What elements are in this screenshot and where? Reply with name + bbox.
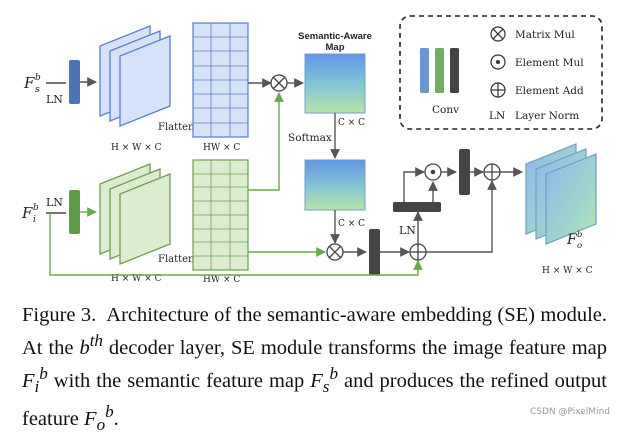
semantic-map-title-1: Semantic-Aware — [298, 31, 372, 42]
flattened-grid-bottom — [192, 159, 249, 271]
flattened-grid-top — [192, 22, 249, 138]
legend-element-mul-label: Element Mul — [515, 57, 584, 69]
legend-conv-blue — [420, 48, 429, 93]
input-image-sub: i — [33, 215, 36, 225]
legend-conv-dark — [450, 48, 459, 93]
input-image-sup: b — [33, 203, 39, 213]
legend-conv-green — [435, 48, 444, 93]
legend-conv-label: Conv — [432, 104, 459, 116]
flatten-label-top: Flatten — [158, 122, 195, 133]
tensor-stack-bottom — [99, 163, 171, 265]
legend-box: Conv Matrix Mul Element Mul Element Add … — [399, 15, 603, 130]
conv-block-bottom — [369, 229, 380, 275]
output-tensor-stack — [525, 143, 597, 245]
legend-matrix-mul-label: Matrix Mul — [515, 29, 575, 41]
cxc-label-bottom: C × C — [338, 219, 365, 229]
caption-fo-symbol: F — [84, 407, 97, 430]
caption-fo-sup: b — [105, 401, 114, 421]
legend-element-add-label: Element Add — [515, 85, 584, 97]
caption-text-1: Architecture of the semantic-aware embed… — [22, 304, 607, 359]
matrix-mul-op-bottom — [326, 243, 344, 261]
softmax-label: Softmax — [288, 132, 332, 144]
arrow-grid-bottom-to-matmul-top — [248, 92, 284, 191]
element-add-op-right — [483, 163, 501, 181]
output-dims: H × W × C — [542, 266, 593, 276]
residual-connection-line — [49, 213, 423, 276]
tensor-stack-top — [99, 25, 171, 127]
legend-matrix-mul-icon — [490, 26, 506, 42]
arrow-ln-to-elemmul-left — [403, 167, 425, 202]
dims-hw-c-bottom: HW × C — [203, 275, 240, 285]
caption-fo-sub: o — [96, 414, 106, 434]
caption-b-symbol: b — [79, 336, 90, 359]
flatten-label-bottom: Flatten — [158, 254, 195, 265]
legend-element-add-icon — [490, 82, 506, 98]
dims-hw-c-top: HW × C — [203, 143, 240, 153]
caption-fi-symbol: F — [22, 369, 35, 392]
softmax-map-block — [304, 159, 366, 211]
caption-fi-sup: b — [39, 363, 48, 383]
output-sub: o — [577, 241, 582, 251]
ln-label-right: LN — [399, 224, 416, 237]
element-mul-op — [424, 163, 442, 181]
input-semantic-sup: b — [35, 73, 41, 83]
conv-block-right — [459, 149, 470, 195]
figure-caption: Figure 3.Architecture of the semantic-aw… — [22, 303, 607, 437]
input-semantic-symbol: F — [23, 74, 35, 92]
ln-label-bottom: LN — [46, 196, 63, 209]
legend-element-mul-icon — [490, 54, 506, 70]
semantic-aware-map-block — [304, 53, 366, 114]
dims-hwc-bottom: H × W × C — [111, 274, 162, 284]
output-symbol: F — [566, 232, 578, 248]
ln-block-right — [393, 202, 441, 212]
dims-hwc-top: H × W × C — [111, 143, 162, 153]
ln-label-top: LN — [46, 93, 63, 106]
semantic-map-title-2: Map — [326, 42, 345, 53]
arrow-skip-to-add-right — [426, 180, 497, 253]
caption-th-superscript: th — [89, 331, 103, 350]
output-feature-label: F b o — [566, 230, 582, 251]
cxc-label-top: C × C — [338, 118, 365, 128]
output-sup: b — [577, 230, 582, 240]
input-image-symbol: F — [21, 204, 33, 222]
caption-fi-sub: i — [34, 376, 40, 396]
watermark: CSDN @PixelMind — [529, 407, 610, 417]
matrix-mul-op-top — [270, 74, 288, 92]
caption-figure-number: Figure 3. — [22, 304, 97, 326]
ln-block-top — [69, 60, 80, 104]
se-module-diagram: F b s F b i LN H × W × C Flatten HW × C — [21, 15, 603, 285]
caption-text-2: decoder layer, SE module transforms the … — [102, 336, 608, 359]
legend-ln-abbr: LN — [489, 110, 505, 122]
legend-layer-norm-label: Layer Norm — [515, 110, 579, 122]
caption-text-3: with the semantic feature map — [47, 369, 311, 392]
caption-fs-sup: b — [329, 363, 338, 383]
caption-fs-sub: s — [322, 376, 330, 396]
ln-block-bottom — [69, 190, 80, 234]
caption-fs-symbol: F — [310, 369, 323, 392]
caption-text-5: . — [113, 407, 119, 430]
input-image-feature: F b i — [21, 203, 39, 225]
element-add-op-bottom — [409, 243, 427, 261]
input-semantic-feature: F b s — [23, 73, 41, 95]
input-semantic-sub: s — [35, 85, 40, 95]
